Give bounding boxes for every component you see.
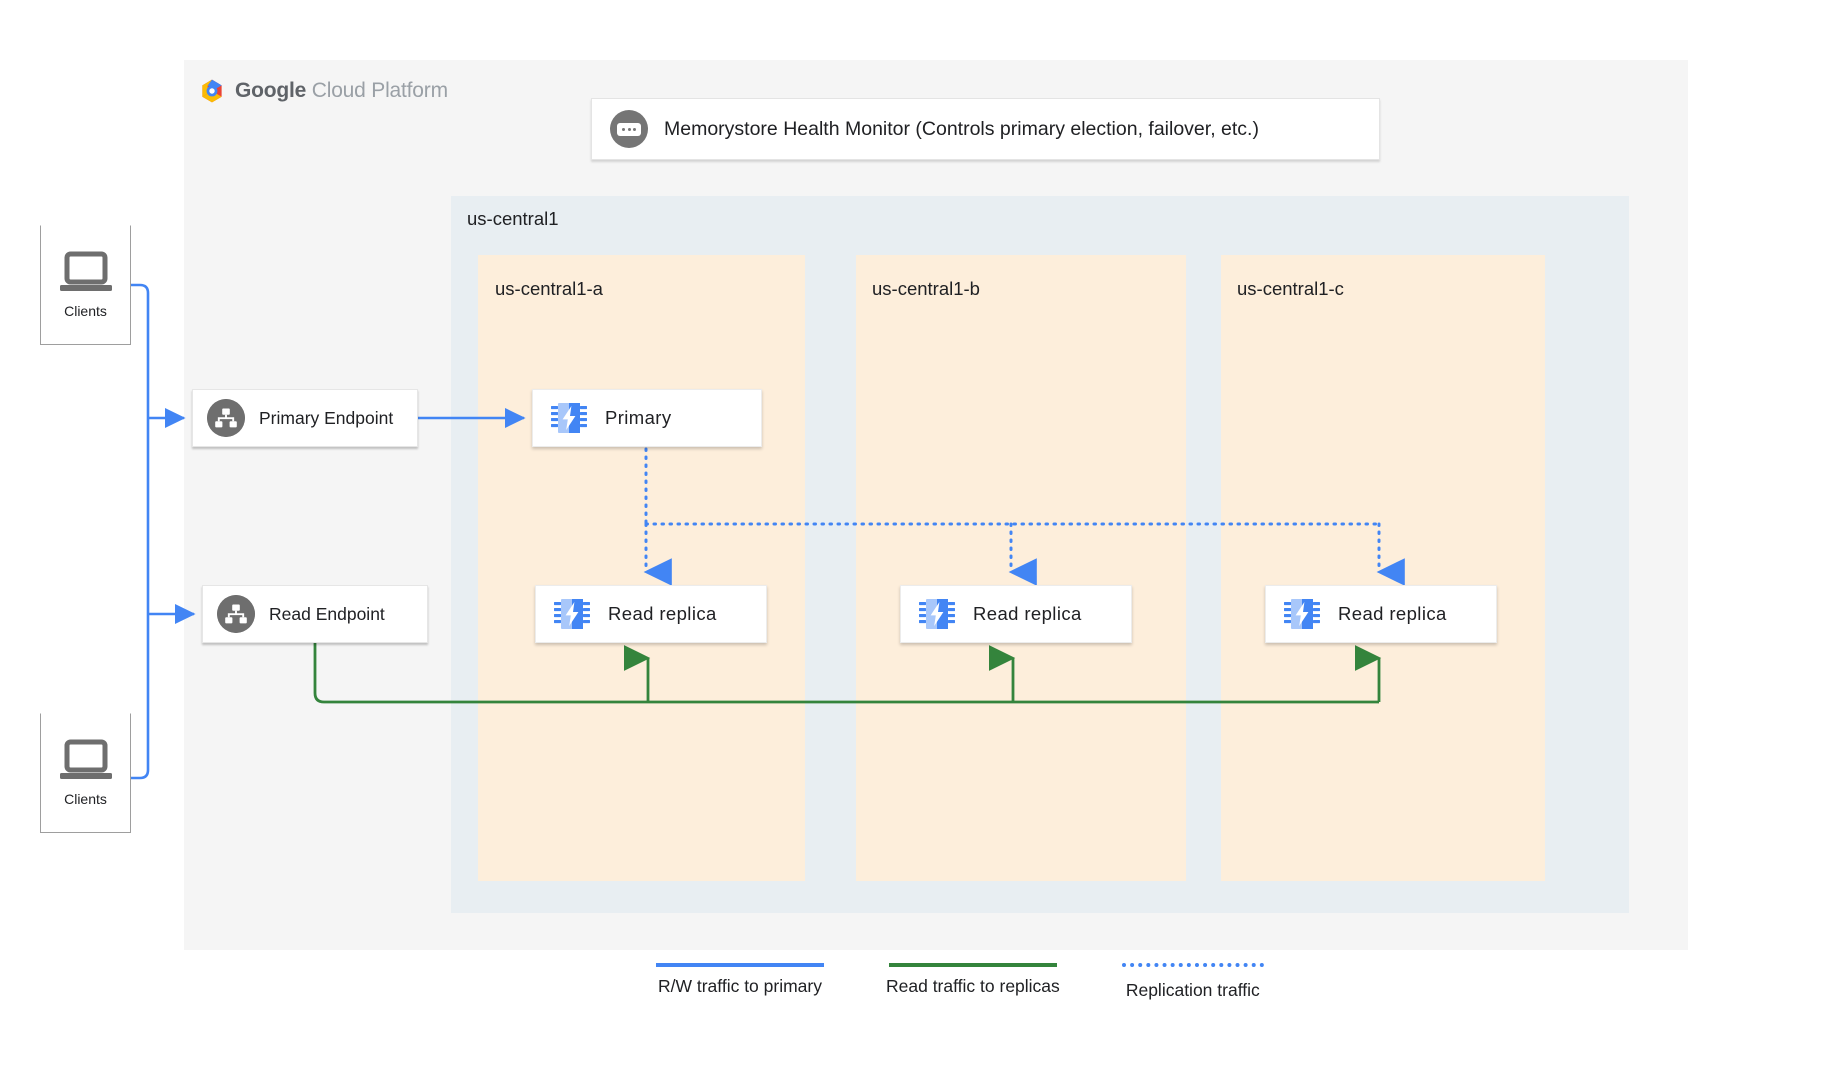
primary-endpoint-label: Primary Endpoint	[259, 407, 394, 428]
google-cloud-platform-logo: Google Cloud Platform	[198, 76, 448, 106]
primary-endpoint-card: Primary Endpoint	[192, 389, 418, 447]
read-endpoint-card: Read Endpoint	[202, 585, 428, 643]
node-label-read-replica-b: Read replica	[973, 603, 1082, 624]
legend-item-read-traffic: Read traffic to replicas	[886, 963, 1060, 997]
health-monitor-label: Memorystore Health Monitor (Controls pri…	[664, 117, 1259, 140]
network-topology-icon	[217, 595, 255, 633]
zone-label-us-central1-b: us-central1-b	[872, 278, 980, 299]
health-monitor-icon	[610, 110, 648, 148]
zone-container-us-central1-c	[1221, 255, 1545, 881]
clients-label: Clients	[64, 791, 107, 807]
region-label: us-central1	[467, 208, 559, 229]
zone-container-us-central1-a	[478, 255, 805, 881]
node-label-read-replica-a: Read replica	[608, 603, 717, 624]
legend-swatch-green-solid	[888, 963, 1057, 967]
logo-word-google: Google	[235, 79, 307, 102]
network-topology-icon	[207, 399, 245, 437]
legend-swatch-blue-dotted	[1121, 963, 1264, 971]
clients-box-top: Clients	[40, 225, 131, 345]
google-cloud-hexagon-icon	[202, 79, 222, 103]
clients-box-bottom: Clients	[40, 713, 131, 833]
node-card-read-replica-a: Read replica	[535, 585, 767, 643]
laptop-icon	[59, 739, 112, 779]
memorystore-chip-icon	[919, 599, 955, 629]
node-card-read-replica-b: Read replica	[900, 585, 1132, 643]
node-label-primary: Primary	[605, 407, 672, 428]
legend: R/W traffic to primary Read traffic to r…	[656, 963, 1264, 1001]
legend-label-rw-traffic: R/W traffic to primary	[657, 976, 822, 996]
logo-word-cloud-platform: Cloud Platform	[306, 79, 448, 102]
node-label-read-replica-c: Read replica	[1338, 603, 1447, 624]
node-card-primary: Primary	[532, 389, 762, 447]
edge-clients-bus	[131, 283, 150, 780]
legend-label-read-traffic: Read traffic to replicas	[886, 976, 1060, 996]
legend-item-rw-traffic: R/W traffic to primary	[656, 963, 824, 997]
legend-label-replication-traffic: Replication traffic	[1125, 980, 1260, 1000]
memorystore-chip-icon	[1284, 599, 1320, 629]
memorystore-health-monitor-card: Memorystore Health Monitor (Controls pri…	[591, 98, 1380, 160]
legend-swatch-blue-solid	[656, 963, 824, 967]
memorystore-chip-icon	[554, 599, 590, 629]
memorystore-chip-icon	[551, 403, 587, 433]
read-endpoint-label: Read Endpoint	[269, 603, 385, 624]
zone-label-us-central1-a: us-central1-a	[495, 278, 603, 299]
zone-label-us-central1-c: us-central1-c	[1237, 278, 1344, 299]
zone-container-us-central1-b	[856, 255, 1186, 881]
laptop-icon	[59, 251, 112, 291]
clients-label: Clients	[64, 303, 107, 319]
node-card-read-replica-c: Read replica	[1265, 585, 1497, 643]
legend-item-replication-traffic: Replication traffic	[1121, 963, 1264, 1001]
google-cloud-platform-wordmark: Google Cloud Platform	[235, 79, 448, 103]
